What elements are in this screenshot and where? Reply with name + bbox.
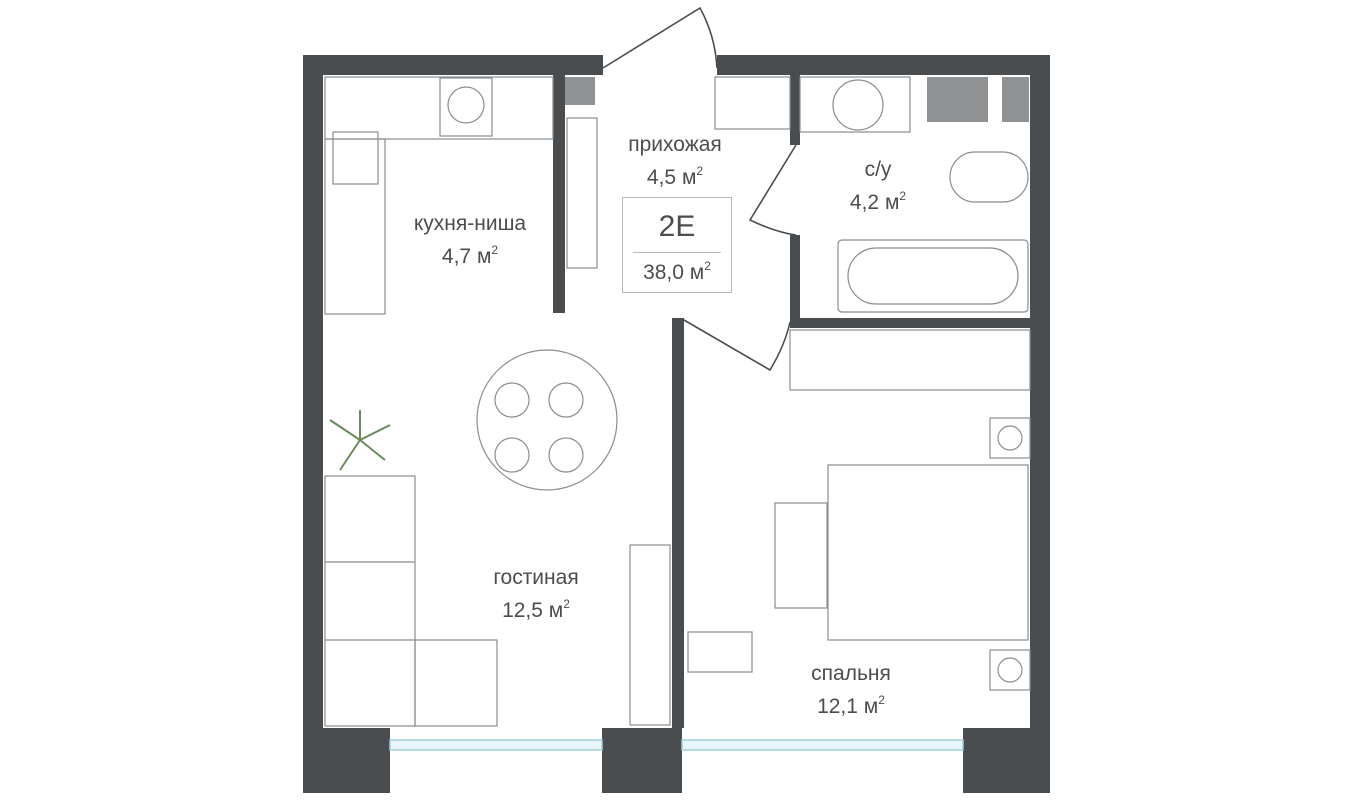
room-name: гостиная	[493, 566, 579, 589]
apartment-total-area: 38,0 м2	[643, 259, 711, 284]
walls	[303, 55, 1050, 793]
room-name: с/у	[864, 158, 892, 181]
room-name: спальня	[811, 662, 891, 685]
room-label-bathroom: с/у 4,2 м2	[850, 157, 906, 216]
room-area: 4,5 м2	[646, 164, 704, 189]
doors	[602, 6, 797, 372]
furniture	[324, 76, 1031, 727]
room-area: 12,5 м2	[502, 597, 570, 622]
divider	[633, 252, 721, 253]
room-label-kitchen: кухня-ниша 4,7 м2	[414, 211, 526, 270]
windows	[389, 739, 964, 751]
room-area: 4,7 м2	[441, 243, 499, 268]
room-label-hallway: прихожая 4,5 м2	[628, 132, 722, 191]
room-area: 4,2 м2	[849, 189, 907, 214]
room-area: 12,1 м2	[817, 693, 885, 718]
room-name: кухня-ниша	[413, 212, 527, 235]
apartment-code: 2E	[658, 210, 696, 243]
room-name: прихожая	[628, 133, 722, 156]
apartment-badge: 2E 38,0 м2	[622, 197, 732, 293]
plant-icon	[329, 410, 391, 471]
shafts	[565, 77, 1029, 122]
room-label-living: гостиная 12,5 м2	[493, 565, 578, 624]
room-label-bedroom: спальня 12,1 м2	[811, 661, 891, 720]
